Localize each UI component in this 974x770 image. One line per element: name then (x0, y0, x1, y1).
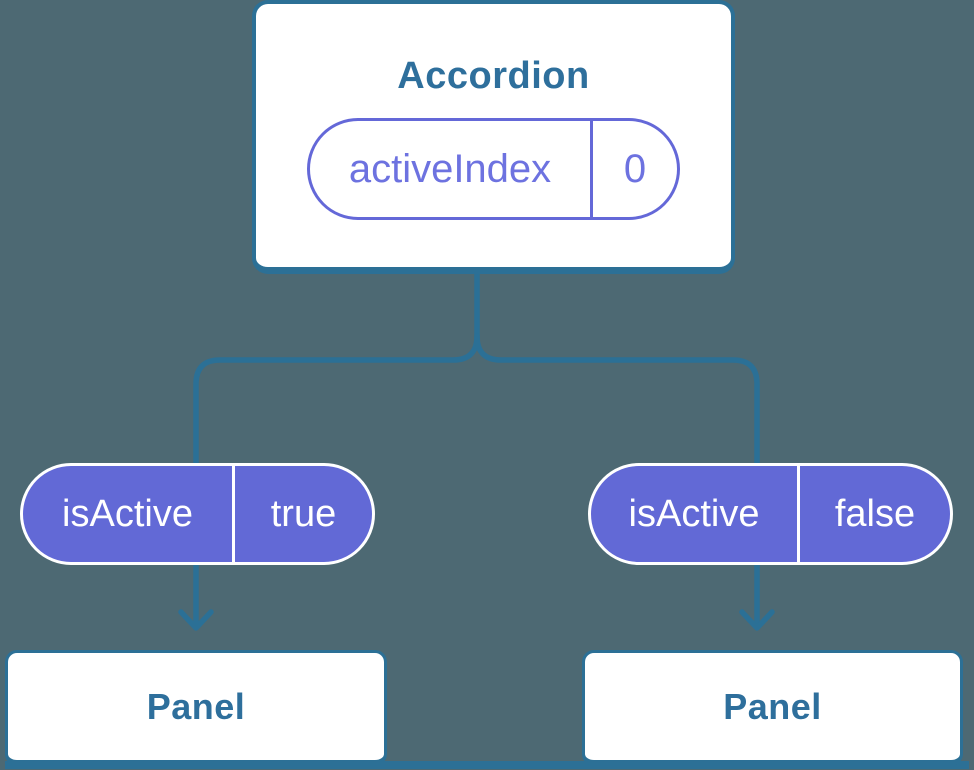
state-value: 0 (623, 146, 647, 191)
accordion-title: Accordion (397, 55, 590, 97)
arrow-down-icon (178, 609, 214, 631)
panel-label: Panel (146, 685, 246, 727)
pill-divider (590, 121, 593, 217)
pill-divider (232, 466, 235, 562)
prop-name: isActive (62, 492, 193, 535)
prop-pill-isactive-true: isActive true (20, 463, 375, 565)
prop-value: false (834, 492, 916, 535)
panel-card-left: Panel (5, 650, 387, 766)
panel-label: Panel (723, 685, 822, 727)
bottom-baseline-bar (5, 761, 969, 769)
arrow-down-icon (739, 609, 775, 631)
accordion-card: Accordion activeIndex 0 (252, 0, 735, 274)
panel-card-right: Panel (582, 650, 963, 766)
prop-name: isActive (628, 492, 760, 535)
connector-accordion-to-right-pill (474, 333, 760, 468)
state-name: activeIndex (348, 146, 552, 191)
prop-pill-isactive-false: isActive false (588, 463, 953, 565)
connector-accordion-to-left-pill (193, 263, 480, 468)
prop-value: true (270, 492, 337, 535)
pill-divider (797, 466, 800, 562)
accordion-state-pill: activeIndex 0 (307, 118, 680, 220)
